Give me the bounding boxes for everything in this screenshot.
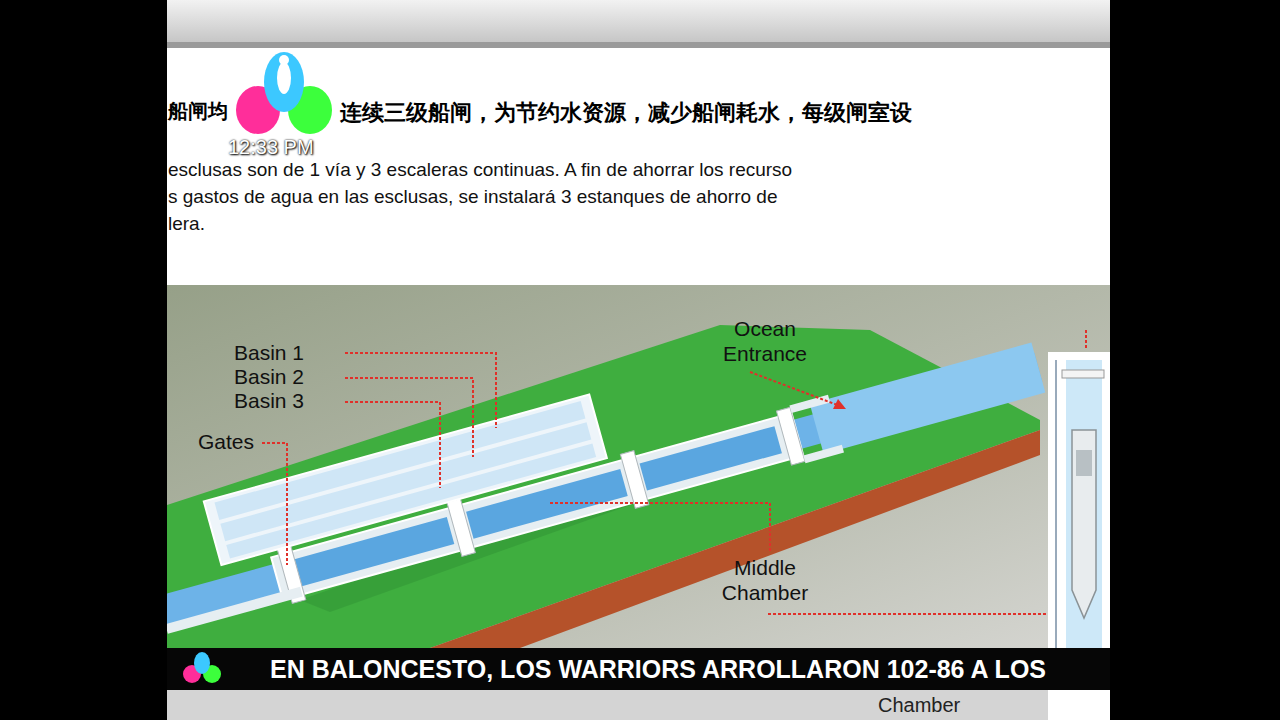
side-gate (1062, 370, 1104, 378)
side-wall (1055, 360, 1057, 648)
ship-symbol (1072, 430, 1096, 618)
ship-bridge (1076, 450, 1092, 476)
chinese-caption: 连续三级船闸，为节约水资源，减少船闸耗水，每级闸室设 (340, 100, 912, 125)
part-label: Basin 1 (234, 341, 304, 365)
canal-illustration (167, 285, 1046, 648)
spanish-caption: s gastos de agua en las esclusas, se ins… (168, 186, 777, 208)
part-label: Chamber (878, 694, 960, 717)
part-label: Ocean Entrance (690, 316, 840, 366)
side-panel-bottom (1048, 690, 1110, 720)
spanish-caption: lera. (168, 213, 205, 235)
part-label: Gates (198, 430, 254, 454)
top-bar (167, 0, 1110, 44)
scroll-bar (167, 42, 1110, 48)
ticker-logo (183, 652, 221, 683)
timestamp: 12:33 PM (228, 136, 314, 159)
chinese-caption: 船闸均 (168, 100, 228, 123)
bottom-panel (167, 690, 1110, 720)
side-panel (1048, 352, 1110, 648)
news-ticker (167, 648, 1110, 690)
text-panel (167, 48, 1110, 285)
ticker-text: EN BALONCESTO, LOS WARRIORS ARROLLARON 1… (270, 655, 1046, 684)
spanish-caption: esclusas son de 1 vía y 3 escaleras cont… (168, 159, 792, 181)
side-chamber (1066, 360, 1102, 648)
part-label: Basin 3 (234, 389, 304, 413)
part-label: Middle Chamber (690, 555, 840, 605)
diagram-ground (167, 285, 1110, 648)
channel-logo (236, 52, 332, 134)
part-label: Basin 2 (234, 365, 304, 389)
